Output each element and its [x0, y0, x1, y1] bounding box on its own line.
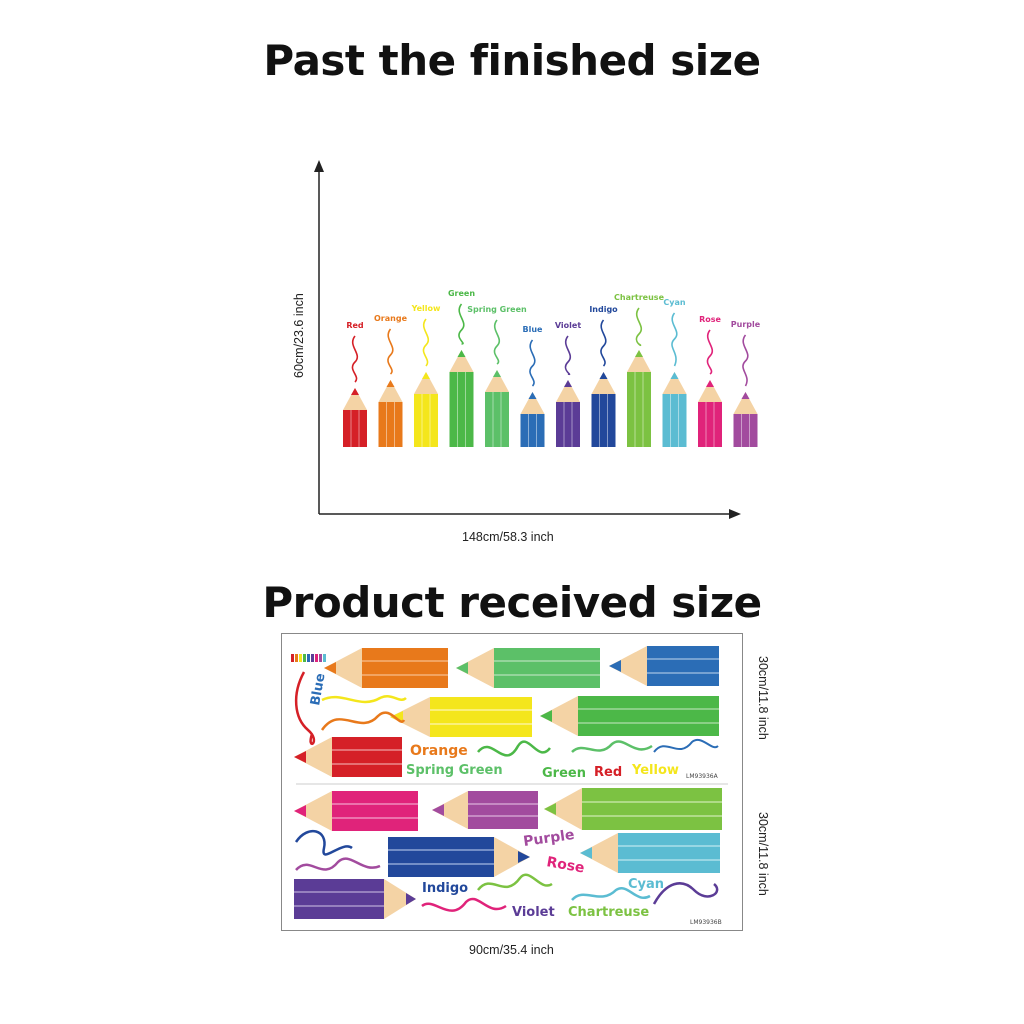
squiggle-rose [421, 897, 507, 912]
pencil-rose-horizontal [294, 791, 418, 831]
pencil-purple-horizontal [432, 791, 538, 829]
code-b: LM93936B [690, 919, 722, 926]
word-rose: Rose [545, 854, 585, 876]
sheet-b-height-label: 30cm/11.8 inch [756, 812, 770, 896]
word-blue: Blue [308, 672, 328, 707]
word-violet: Violet [512, 905, 555, 920]
squiggle-indigo [294, 829, 353, 856]
pencil-label: Rose [699, 315, 721, 324]
squiggle-orange [320, 711, 406, 731]
squiggle-cyan-b [571, 887, 651, 901]
squiggle-violet [652, 882, 719, 905]
pencil-label: Red [346, 321, 364, 330]
horizontal-axis-arrow [729, 509, 741, 519]
pencil-label: Purple [731, 320, 761, 329]
squiggle-green [477, 740, 551, 757]
received-size-heading: Product received size [262, 578, 762, 627]
pencil-red-horizontal [294, 737, 402, 777]
pencil-cyan: Cyan [662, 298, 687, 447]
sheet-a-height-label: 30cm/11.8 inch [756, 656, 770, 740]
pencil-label: Indigo [589, 305, 618, 314]
pencil-orange: Orange [374, 314, 408, 447]
code-a: LM93936A [686, 773, 719, 780]
word-orange: Orange [410, 743, 468, 759]
pencil-label: Yellow [411, 304, 441, 313]
word-red: Red [594, 765, 622, 780]
word-spring-green: Spring Green [406, 763, 503, 778]
pencil-label: Chartreuse [614, 293, 665, 302]
pencil-label: Cyan [663, 298, 685, 307]
pencil-violet-horizontal [294, 879, 416, 919]
pencil-violet: Violet [555, 321, 581, 447]
pencil-blue: Blue [520, 325, 545, 447]
pencil-green-horizontal [456, 648, 600, 688]
word-purple: Purple [522, 827, 575, 850]
pencil-rose: Rose [698, 315, 722, 447]
product-sheet: Blue Orange Spring Green Green Red Yello… [281, 633, 743, 931]
finished-width-label: 148cm/58.3 inch [462, 530, 554, 544]
pencil-orange-horizontal [324, 648, 448, 688]
sheet-artwork: Blue Orange Spring Green Green Red Yello… [291, 646, 728, 926]
word-chartreuse: Chartreuse [568, 905, 649, 920]
squiggle-yellow [321, 695, 407, 704]
pencil-green2-horizontal [540, 696, 719, 736]
word-indigo: Indigo [422, 881, 468, 896]
pencil-label: Orange [374, 314, 408, 323]
squiggle-purple [295, 857, 381, 871]
vertical-axis-arrow [314, 160, 324, 172]
pencil-chartreuse-horizontal [544, 788, 722, 830]
received-width-label: 90cm/35.4 inch [469, 943, 554, 957]
pencil-spring-green: Spring Green [467, 305, 527, 447]
pencil-indigo-horizontal [388, 837, 530, 877]
pencil-label: Violet [555, 321, 581, 330]
word-cyan: Cyan [628, 877, 664, 892]
finished-size-heading: Past the finished size [263, 36, 761, 85]
word-yellow: Yellow [631, 763, 679, 778]
finished-height-label: 60cm/23.6 inch [292, 293, 306, 378]
word-green: Green [542, 766, 586, 781]
pencil-yellow: Yellow [411, 304, 441, 447]
mini-pencils-icon [291, 654, 326, 662]
squiggle-chartreuse [477, 873, 553, 891]
pencil-blue-horizontal [609, 646, 719, 686]
squiggle-spring [571, 740, 653, 753]
pencil-label: Spring Green [467, 305, 527, 314]
squiggle-cyan [653, 739, 719, 753]
pencil-purple: Purple [731, 320, 761, 447]
pencil-label: Blue [523, 325, 544, 334]
pencil-indigo: Indigo [589, 305, 618, 447]
pencil-green: Green [448, 289, 475, 447]
pencil-chartreuse: Chartreuse [614, 293, 665, 447]
pencil-yellow-horizontal [390, 697, 532, 737]
squiggle-red [294, 671, 316, 746]
pencil-label: Green [448, 289, 475, 298]
pencil-red: Red [343, 321, 367, 447]
pencil-cyan-horizontal [580, 833, 720, 873]
